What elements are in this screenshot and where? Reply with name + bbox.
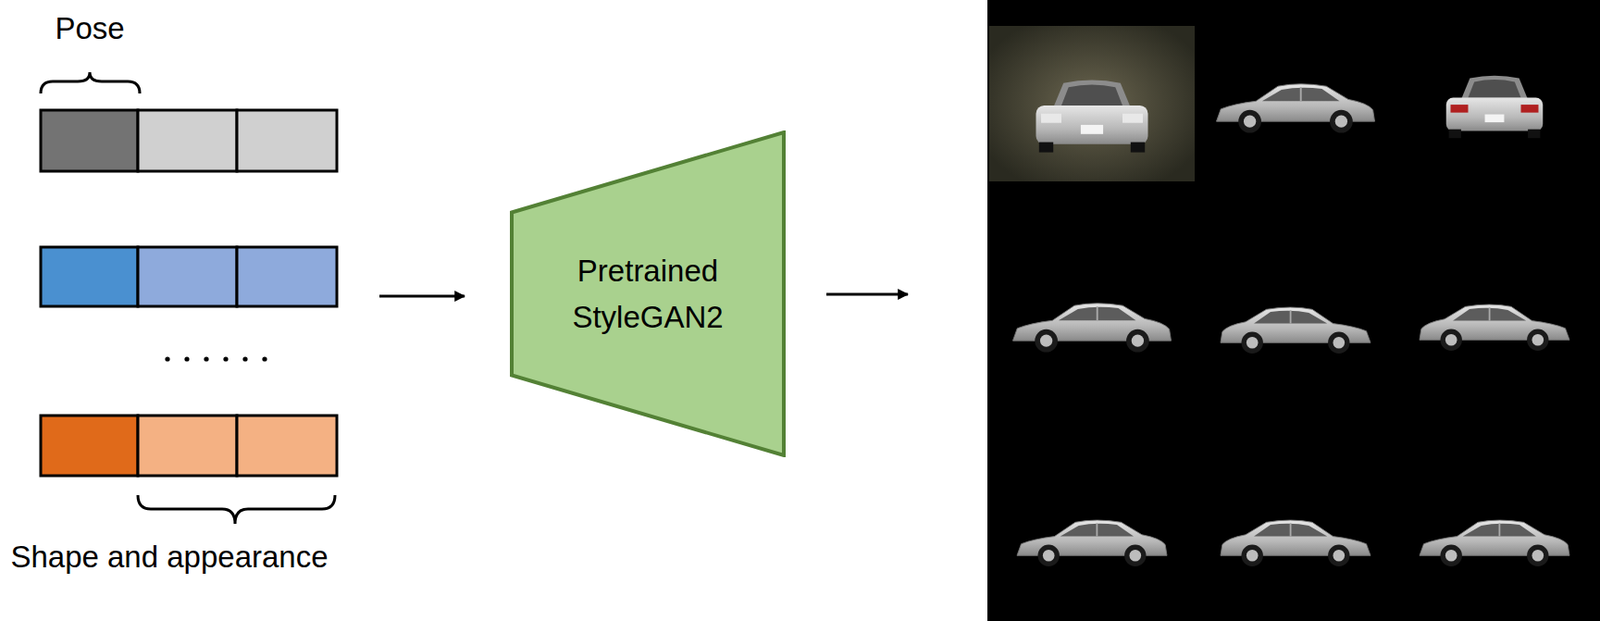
car-rim [1246, 549, 1259, 562]
car-window [1060, 523, 1134, 537]
car-rim [1042, 549, 1055, 562]
car-wheel [1126, 329, 1150, 353]
car-pillar [1096, 306, 1099, 321]
code-segment [137, 247, 237, 307]
car-wheel [1527, 129, 1540, 139]
car-side [1216, 84, 1376, 134]
arrow [379, 295, 465, 298]
pose-label: Pose [54, 11, 125, 47]
pose-segment [40, 415, 138, 476]
car-wheel [1241, 332, 1264, 354]
car-window [1463, 523, 1537, 537]
pose-segment [40, 247, 138, 307]
generator-trapezoid: Pretrained StyleGAN2 [509, 130, 786, 458]
car-light [1451, 104, 1469, 113]
car-light [1041, 113, 1062, 124]
car-plate [1485, 114, 1505, 124]
car-side [1220, 520, 1371, 567]
car-wheel [1526, 329, 1549, 351]
car-window [1253, 310, 1328, 324]
car-light [1521, 104, 1539, 113]
node-text: Pretrained StyleGAN2 [555, 248, 741, 340]
car-wheel [1526, 545, 1549, 567]
car-wheel [1241, 545, 1264, 567]
brace [137, 495, 335, 524]
car-front [1036, 80, 1149, 153]
photo-background [989, 25, 1195, 182]
car-pillar [1499, 522, 1501, 536]
car-pillar [1488, 307, 1491, 321]
car-roof [1053, 80, 1131, 109]
car-wheel [1034, 329, 1058, 353]
trapezoid-shape [511, 132, 784, 456]
car-pillar [1096, 522, 1099, 536]
car-body [1446, 98, 1544, 132]
car-roof [1461, 75, 1528, 100]
car-wheel [1327, 545, 1350, 567]
car-side [1013, 303, 1172, 353]
car-wheel [1124, 545, 1146, 567]
car-side [1220, 307, 1371, 354]
car-wheel [1440, 545, 1463, 567]
car-rim [1131, 334, 1144, 348]
car-samples [1013, 75, 1571, 567]
pose-segment [40, 110, 138, 172]
car-window [1262, 87, 1340, 102]
car-rim [1445, 549, 1458, 562]
car-wheel [1238, 110, 1262, 134]
code-segment [236, 247, 337, 307]
car-pillar [1300, 86, 1303, 101]
car-light [1122, 113, 1143, 124]
car-wheel [1038, 545, 1060, 567]
output-image [987, 0, 1600, 621]
car-wheel [1440, 329, 1463, 351]
car-window [1452, 308, 1526, 322]
car-pillar [1289, 310, 1292, 323]
car-plate [1080, 124, 1104, 135]
car-pillar [1289, 522, 1292, 536]
car-wheel [1449, 129, 1462, 139]
ellipsis-dots [164, 356, 267, 361]
code-segment [137, 415, 237, 476]
brace [40, 72, 140, 94]
car-rim [1335, 114, 1348, 127]
car-side [1419, 520, 1570, 567]
car-rim [1333, 549, 1346, 562]
car-wheel [1329, 110, 1353, 134]
car-rim [1129, 549, 1142, 562]
car-wheel [1327, 332, 1350, 354]
car-rim [1040, 334, 1053, 348]
arrow [826, 293, 908, 297]
car-window [1468, 79, 1522, 98]
car-side [1419, 304, 1570, 351]
car-window [1061, 84, 1123, 106]
code-label: Shape and appearance [10, 539, 328, 575]
car-wheel [1039, 142, 1054, 153]
car-rim [1532, 549, 1545, 562]
code-segment [236, 415, 337, 476]
trapezoid-outline [509, 130, 786, 458]
car-body [1036, 105, 1149, 145]
car-rim [1445, 334, 1458, 347]
code-segment [137, 110, 237, 172]
code-segment [236, 110, 337, 172]
car-rim [1333, 336, 1346, 349]
car-rim [1246, 336, 1259, 349]
car-window [1058, 307, 1137, 322]
car-front [1446, 75, 1544, 138]
car-rim [1243, 114, 1256, 127]
car-wheel [1130, 142, 1145, 153]
car-window [1253, 523, 1328, 537]
car-rim [1532, 334, 1545, 347]
car-side [1017, 520, 1167, 567]
